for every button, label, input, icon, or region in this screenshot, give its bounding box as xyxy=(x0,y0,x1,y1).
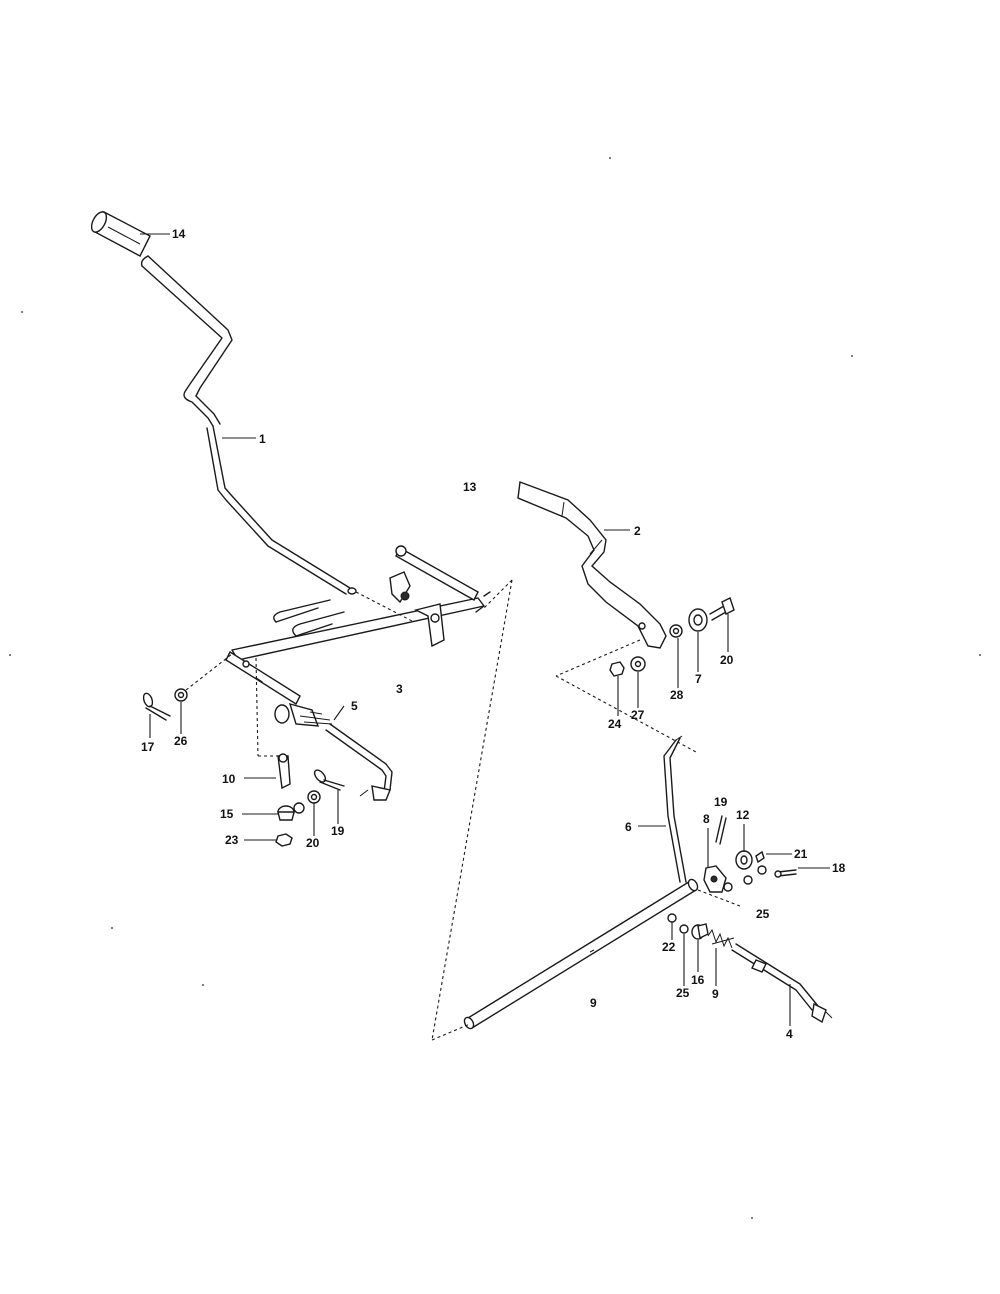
callout-14: 14 xyxy=(172,227,186,241)
callout-10: 10 xyxy=(222,772,236,786)
hairpin-part-19-right xyxy=(715,815,727,845)
spacer-part-15 xyxy=(277,805,295,821)
callout-28: 28 xyxy=(670,688,684,702)
nut-part-22 xyxy=(667,913,677,923)
washer-part-26 xyxy=(174,688,188,702)
callout-17: 17 xyxy=(141,740,155,754)
lift-handle-part-1 xyxy=(140,255,357,595)
hairpin-part-17 xyxy=(142,692,171,721)
shaft-part-9 xyxy=(463,878,699,1030)
spring-part-9 xyxy=(707,928,735,949)
callout-9-shaft: 9 xyxy=(590,996,597,1010)
scan-specks xyxy=(9,157,981,1219)
callout-13: 13 xyxy=(463,480,477,494)
callout-16: 16 xyxy=(691,973,705,987)
callout-20-left: 20 xyxy=(306,836,320,850)
callout-2: 2 xyxy=(634,524,641,538)
callout-12: 12 xyxy=(736,808,750,822)
callout-3: 3 xyxy=(396,682,403,696)
rod-part-6 xyxy=(663,735,687,883)
callout-27: 27 xyxy=(631,708,645,722)
hairpin-part-19-left xyxy=(313,769,345,791)
pin-part-21 xyxy=(755,850,765,864)
hairpins-upper xyxy=(273,599,345,637)
rod-part-4 xyxy=(731,943,833,1024)
arm-part-8 xyxy=(703,865,727,893)
washer-part-25 xyxy=(679,924,689,934)
nut-part-24 xyxy=(609,661,625,677)
bushing-part-12 xyxy=(735,850,753,870)
spacer-part-28 xyxy=(669,624,683,638)
washer-part-27 xyxy=(630,656,646,672)
alignment-lines xyxy=(185,579,741,1041)
callout-6: 6 xyxy=(625,820,632,834)
rod-part-5 xyxy=(325,723,393,801)
washers-center-right xyxy=(723,865,767,892)
spacer-part-16 xyxy=(691,923,709,940)
callout-25-right: 25 xyxy=(756,907,770,921)
lever-part-2 xyxy=(517,481,667,649)
callout-23: 23 xyxy=(225,833,239,847)
callout-19-left: 19 xyxy=(331,824,345,838)
leader-lines xyxy=(140,233,830,1026)
callout-15: 15 xyxy=(220,807,234,821)
lift-shaft-part-3 xyxy=(225,545,491,727)
callout-22: 22 xyxy=(662,940,676,954)
callouts: 14 1 13 2 3 5 17 26 10 15 23 20 19 24 27… xyxy=(141,227,846,1041)
bushing-part-7 xyxy=(688,608,708,632)
callout-5: 5 xyxy=(351,699,358,713)
callout-1: 1 xyxy=(259,432,266,446)
callout-24: 24 xyxy=(608,717,622,731)
callout-21: 21 xyxy=(794,847,808,861)
washer-part-20-left xyxy=(293,790,321,814)
bolt-part-20-right xyxy=(709,597,735,621)
callout-9-spring: 9 xyxy=(712,987,719,1001)
callout-7: 7 xyxy=(695,672,702,686)
nut-part-23 xyxy=(275,833,293,847)
callout-26: 26 xyxy=(174,734,188,748)
link-part-10 xyxy=(277,753,291,790)
callout-20-right: 20 xyxy=(720,653,734,667)
callout-19-right: 19 xyxy=(714,795,728,809)
callout-4: 4 xyxy=(786,1027,793,1041)
grip-part-14 xyxy=(90,211,151,257)
callout-8: 8 xyxy=(703,812,710,826)
callout-25-bottom: 25 xyxy=(676,986,690,1000)
callout-18: 18 xyxy=(832,861,846,875)
bolt-part-18 xyxy=(774,869,797,878)
